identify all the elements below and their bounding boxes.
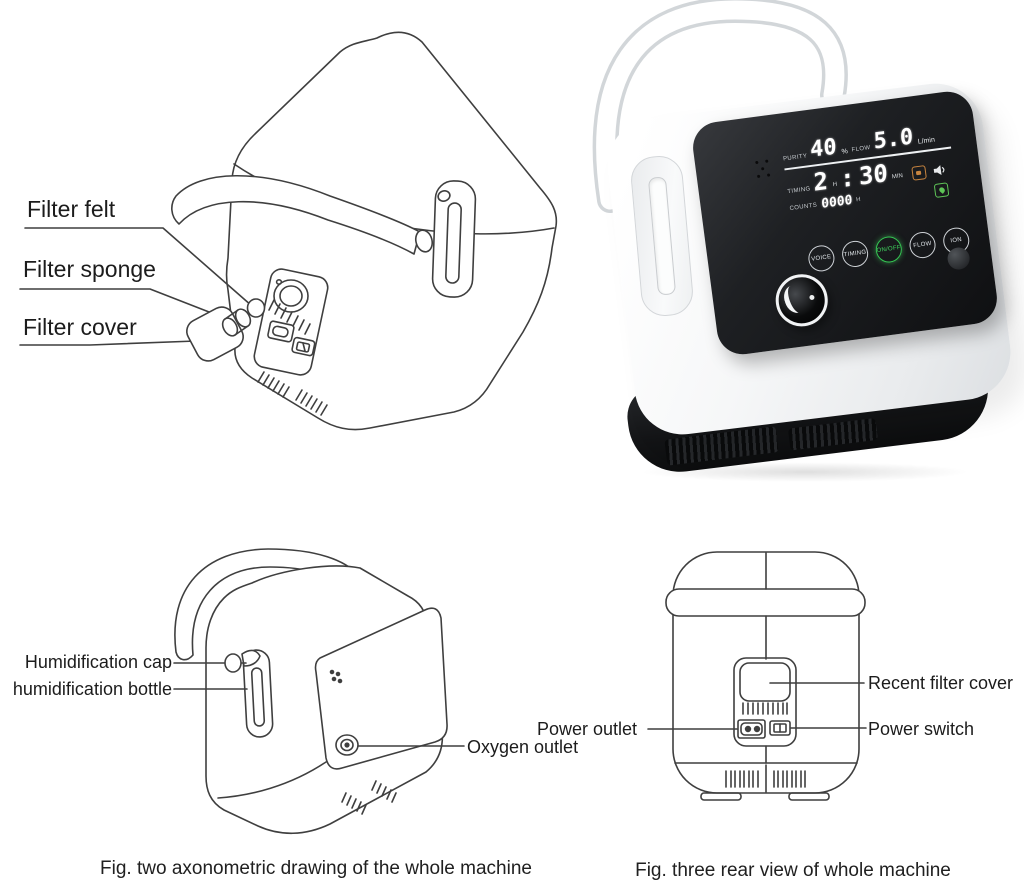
purity-value: 40 [810,134,838,163]
handle-band [665,588,866,617]
foot-left [700,792,742,801]
label-humidification-bottle: humidification bottle [12,679,172,699]
label-filter-cover: Filter cover [23,314,137,340]
timing-button: TIMING [840,239,870,269]
device-shadow [640,462,970,482]
fig-axonometric-front-drawing [173,548,465,835]
base-vent-grille [787,417,878,451]
carry-handle [592,0,848,213]
filter-parts-exploded [186,298,266,362]
purity-label: PURITY [782,153,808,163]
fig-axonometric-rear-drawing [19,31,558,431]
flow-unit: L/min [917,136,936,146]
timing-hours: 2 [813,166,829,197]
rear-panel [253,268,329,376]
label-power-outlet: Power outlet [537,719,638,739]
label-oxygen-outlet: Oxygen outlet [467,737,579,757]
caption-fig-three: Fig. three rear view of whole machine [635,860,951,881]
leader-filter-felt [24,227,253,307]
lock-icon [911,165,927,181]
anion-icon [933,182,950,198]
rear-recess-panel [733,657,797,747]
caption-fig-two: Fig. two axonometric drawing of the whol… [100,858,532,879]
power-outlet-mark [737,719,766,739]
grip-slot [647,176,677,296]
label-filter-sponge: Filter sponge [23,256,156,282]
power-switch-mark [769,720,791,736]
label-humidification-cap: Humidification cap [24,652,172,672]
speaker-grille-icon [753,159,775,181]
flow-value: 5.0 [873,124,914,155]
port-pin [809,294,815,301]
timing-label: TIMING [787,186,812,196]
counts-value: 0000 [820,192,853,212]
flow-label: FLOW [851,145,871,154]
flow-button: FLOW [907,230,938,260]
volume-icon [931,162,947,178]
panel-button-row: VOICE TIMING ON/OFF FLOW ION [806,226,971,273]
oxygen-outlet-port [772,271,831,330]
foot-right [788,792,830,801]
humidifier-slot [241,649,274,738]
timing-minutes: 30 [858,158,889,191]
fig-rear-view-drawing [647,551,867,801]
front-panel [314,607,448,770]
carry-handle-outline [171,174,421,255]
timing-separator: : [839,163,856,194]
counts-label: COUNTS [789,202,818,213]
label-filter-felt: Filter felt [27,196,116,222]
on-off-button: ON/OFF [874,234,904,265]
counts-unit: H [855,196,862,204]
purity-unit: % [841,148,849,156]
leader-filter-sponge [19,288,228,320]
control-panel: PURITY 40 % FLOW 5.0 L/min TIMING 2 H : … [689,88,1001,358]
label-power-switch: Power switch [868,719,975,739]
humidification-cap-mark [224,653,242,673]
voice-button: VOICE [806,243,837,273]
leader-filter-cover [19,340,197,346]
label-recent-filter-cover: Recent filter cover [868,673,1014,693]
port-highlight [780,282,810,316]
lcd-display: PURITY 40 % FLOW 5.0 L/min TIMING 2 H : … [781,120,967,215]
minutes-unit: MIN [891,173,904,181]
filter-cover-mark [739,662,791,702]
hours-unit: H [832,181,838,189]
